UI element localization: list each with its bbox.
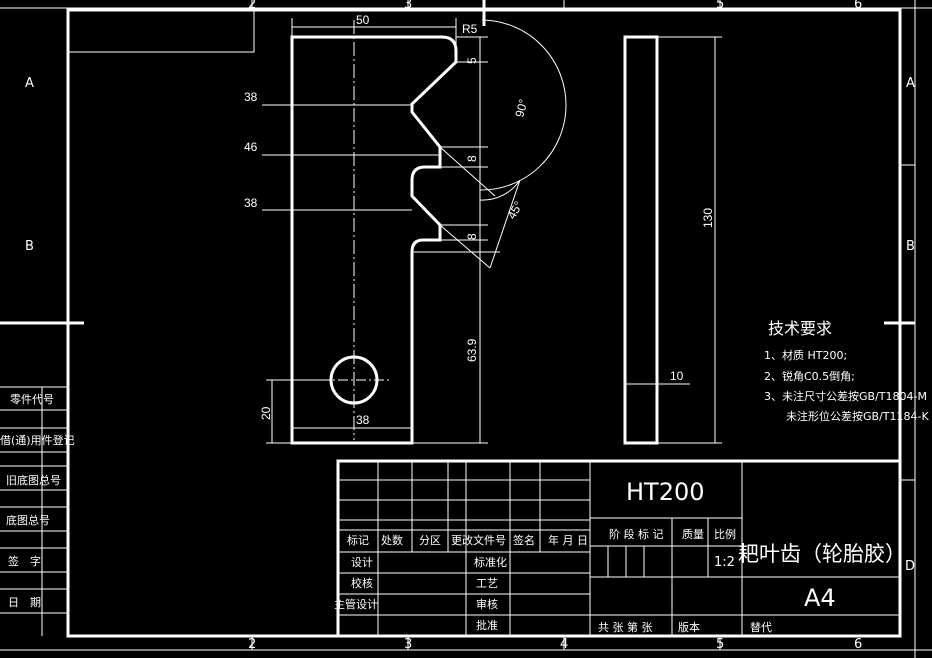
check-label: 校核 xyxy=(351,576,373,590)
dim-38-mid: 38 xyxy=(244,196,258,210)
sheet-size: A4 xyxy=(804,584,836,612)
dim-130: 130 xyxy=(701,208,715,228)
common-use-label: 借(通)用件登记 xyxy=(0,433,75,447)
zone-number-5-bottom: 5 xyxy=(716,637,724,652)
sheet-count-label: 共 张 第 张 xyxy=(598,620,653,634)
dim-10: 10 xyxy=(670,369,684,383)
dim-angle-45: 45° xyxy=(504,199,525,222)
rev-mark-label: 标记 xyxy=(347,533,369,547)
standard-label: 标准化 xyxy=(474,555,507,569)
base-drawing-label: 底图总号 xyxy=(6,513,50,527)
zone-number-3: 3 xyxy=(404,0,412,12)
tech-line-1: 1、材质 HT200; xyxy=(764,348,847,362)
zone-number-3-bottom: 3 xyxy=(404,637,412,652)
zone-letter-b-right: B xyxy=(906,239,915,254)
zone-letter-b: B xyxy=(25,239,34,254)
tech-requirements-title: 技术要求 xyxy=(768,319,832,338)
version-label: 版本 xyxy=(678,620,700,634)
process-label: 工艺 xyxy=(476,577,498,590)
dim-63-9: 63.9 xyxy=(465,338,479,362)
scale-value: 1:2 xyxy=(714,555,735,570)
old-drawing-label: 旧底图总号 xyxy=(6,473,61,487)
ratio-label: 比例 xyxy=(714,527,736,541)
rev-date-label: 年 月 日 xyxy=(548,533,588,547)
dim-8-upper: 8 xyxy=(465,155,479,162)
zone-letter-d-right: D xyxy=(905,559,915,574)
material-text: HT200 xyxy=(626,478,705,506)
signature-label: 签 字 xyxy=(8,554,41,568)
dim-5: 5 xyxy=(465,57,479,64)
dim-50: 50 xyxy=(356,13,370,27)
zone-letter-a-right: A xyxy=(906,76,915,91)
part-name: 耙叶齿（轮胎胶） xyxy=(738,542,906,566)
dim-20: 20 xyxy=(259,406,273,420)
tech-line-4: 未注形位公差按GB/T1184-K xyxy=(786,409,929,423)
rev-sign-label: 签名 xyxy=(513,533,535,547)
zone-number-4-bottom: 4 xyxy=(560,637,568,652)
rev-doc-label: 更改文件号 xyxy=(451,533,506,547)
zone-number-6-bottom: 6 xyxy=(854,637,862,652)
dim-38-top: 38 xyxy=(244,90,258,104)
zone-number-6: 6 xyxy=(854,0,862,12)
rev-count-label: 处数 xyxy=(381,534,403,547)
mass-label: 质量 xyxy=(682,528,704,541)
part-code-label: 零件代号 xyxy=(10,393,54,406)
approve-label: 批准 xyxy=(476,618,498,632)
zone-number-5: 5 xyxy=(716,0,724,12)
date-label: 日 期 xyxy=(8,596,41,609)
dim-r5: R5 xyxy=(462,22,478,36)
chief-design-label: 主管设计 xyxy=(334,597,378,611)
review-label: 审核 xyxy=(476,597,498,611)
rev-zone-label: 分区 xyxy=(419,534,441,547)
dim-38-bottom: 38 xyxy=(356,413,370,427)
zone-number-2: 2 xyxy=(248,0,256,12)
dim-8-lower: 8 xyxy=(465,233,479,240)
tech-line-3: 3、未注尺寸公差按GB/T1804-M xyxy=(764,389,927,403)
design-label: 设计 xyxy=(351,556,373,569)
zone-letter-a: A xyxy=(25,76,34,91)
replace-label: 替代 xyxy=(750,620,772,634)
dim-46: 46 xyxy=(244,140,258,154)
zone-number-2-bottom: 2 xyxy=(248,637,256,652)
stage-mark-label: 阶 段 标 记 xyxy=(609,527,664,541)
dim-angle-90: 90° xyxy=(512,97,530,118)
tech-line-2: 2、锐角C0.5倒角; xyxy=(764,369,855,383)
